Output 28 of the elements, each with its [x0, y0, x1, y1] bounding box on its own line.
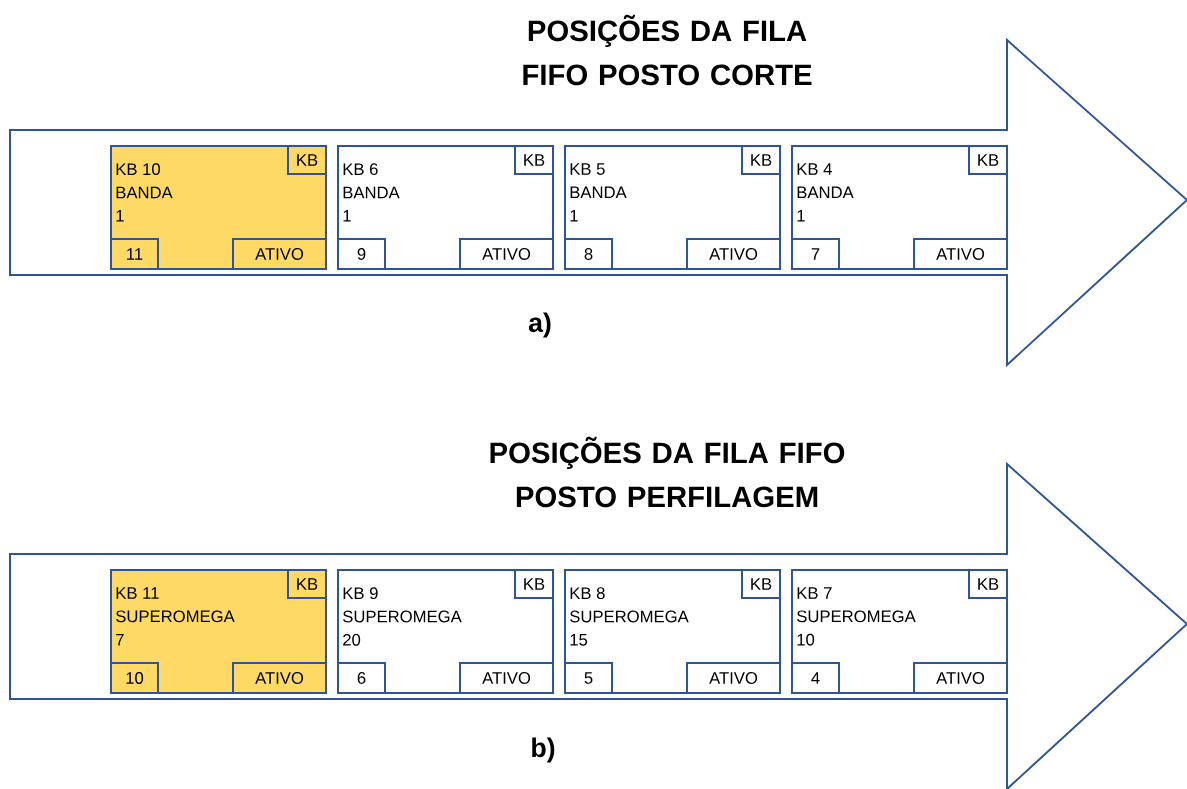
panel-label: b) — [532, 737, 555, 763]
number-box: 11 — [110, 238, 159, 270]
tag-box: KB — [968, 569, 1008, 599]
tag-box: KB — [287, 145, 327, 175]
title: POSIÇÕES DA FILA FIFO POSTO PERFILAGEM — [490, 436, 845, 508]
status-box: ATIVO — [232, 662, 327, 694]
tag-box: KB — [968, 145, 1008, 175]
status-box: ATIVO — [232, 238, 327, 270]
number-box: 4 — [791, 662, 840, 694]
status-box: ATIVO — [913, 238, 1008, 270]
number-box: 8 — [564, 238, 613, 270]
number-box: 6 — [337, 662, 386, 694]
status-box: ATIVO — [459, 662, 554, 694]
tag-box: KB — [514, 145, 554, 175]
status-box: ATIVO — [913, 662, 1008, 694]
tag-box: KB — [514, 569, 554, 599]
panel-label: a) — [528, 312, 551, 338]
status-box: ATIVO — [686, 238, 781, 270]
number-box: 9 — [337, 238, 386, 270]
number-box: 10 — [110, 662, 159, 694]
status-box: ATIVO — [686, 662, 781, 694]
tag-box: KB — [741, 569, 781, 599]
tag-box: KB — [287, 569, 327, 599]
status-box: ATIVO — [459, 238, 554, 270]
title: POSIÇÕES DA FILA FIFO POSTO CORTE — [523, 14, 812, 86]
number-box: 7 — [791, 238, 840, 270]
number-box: 5 — [564, 662, 613, 694]
tag-box: KB — [741, 145, 781, 175]
